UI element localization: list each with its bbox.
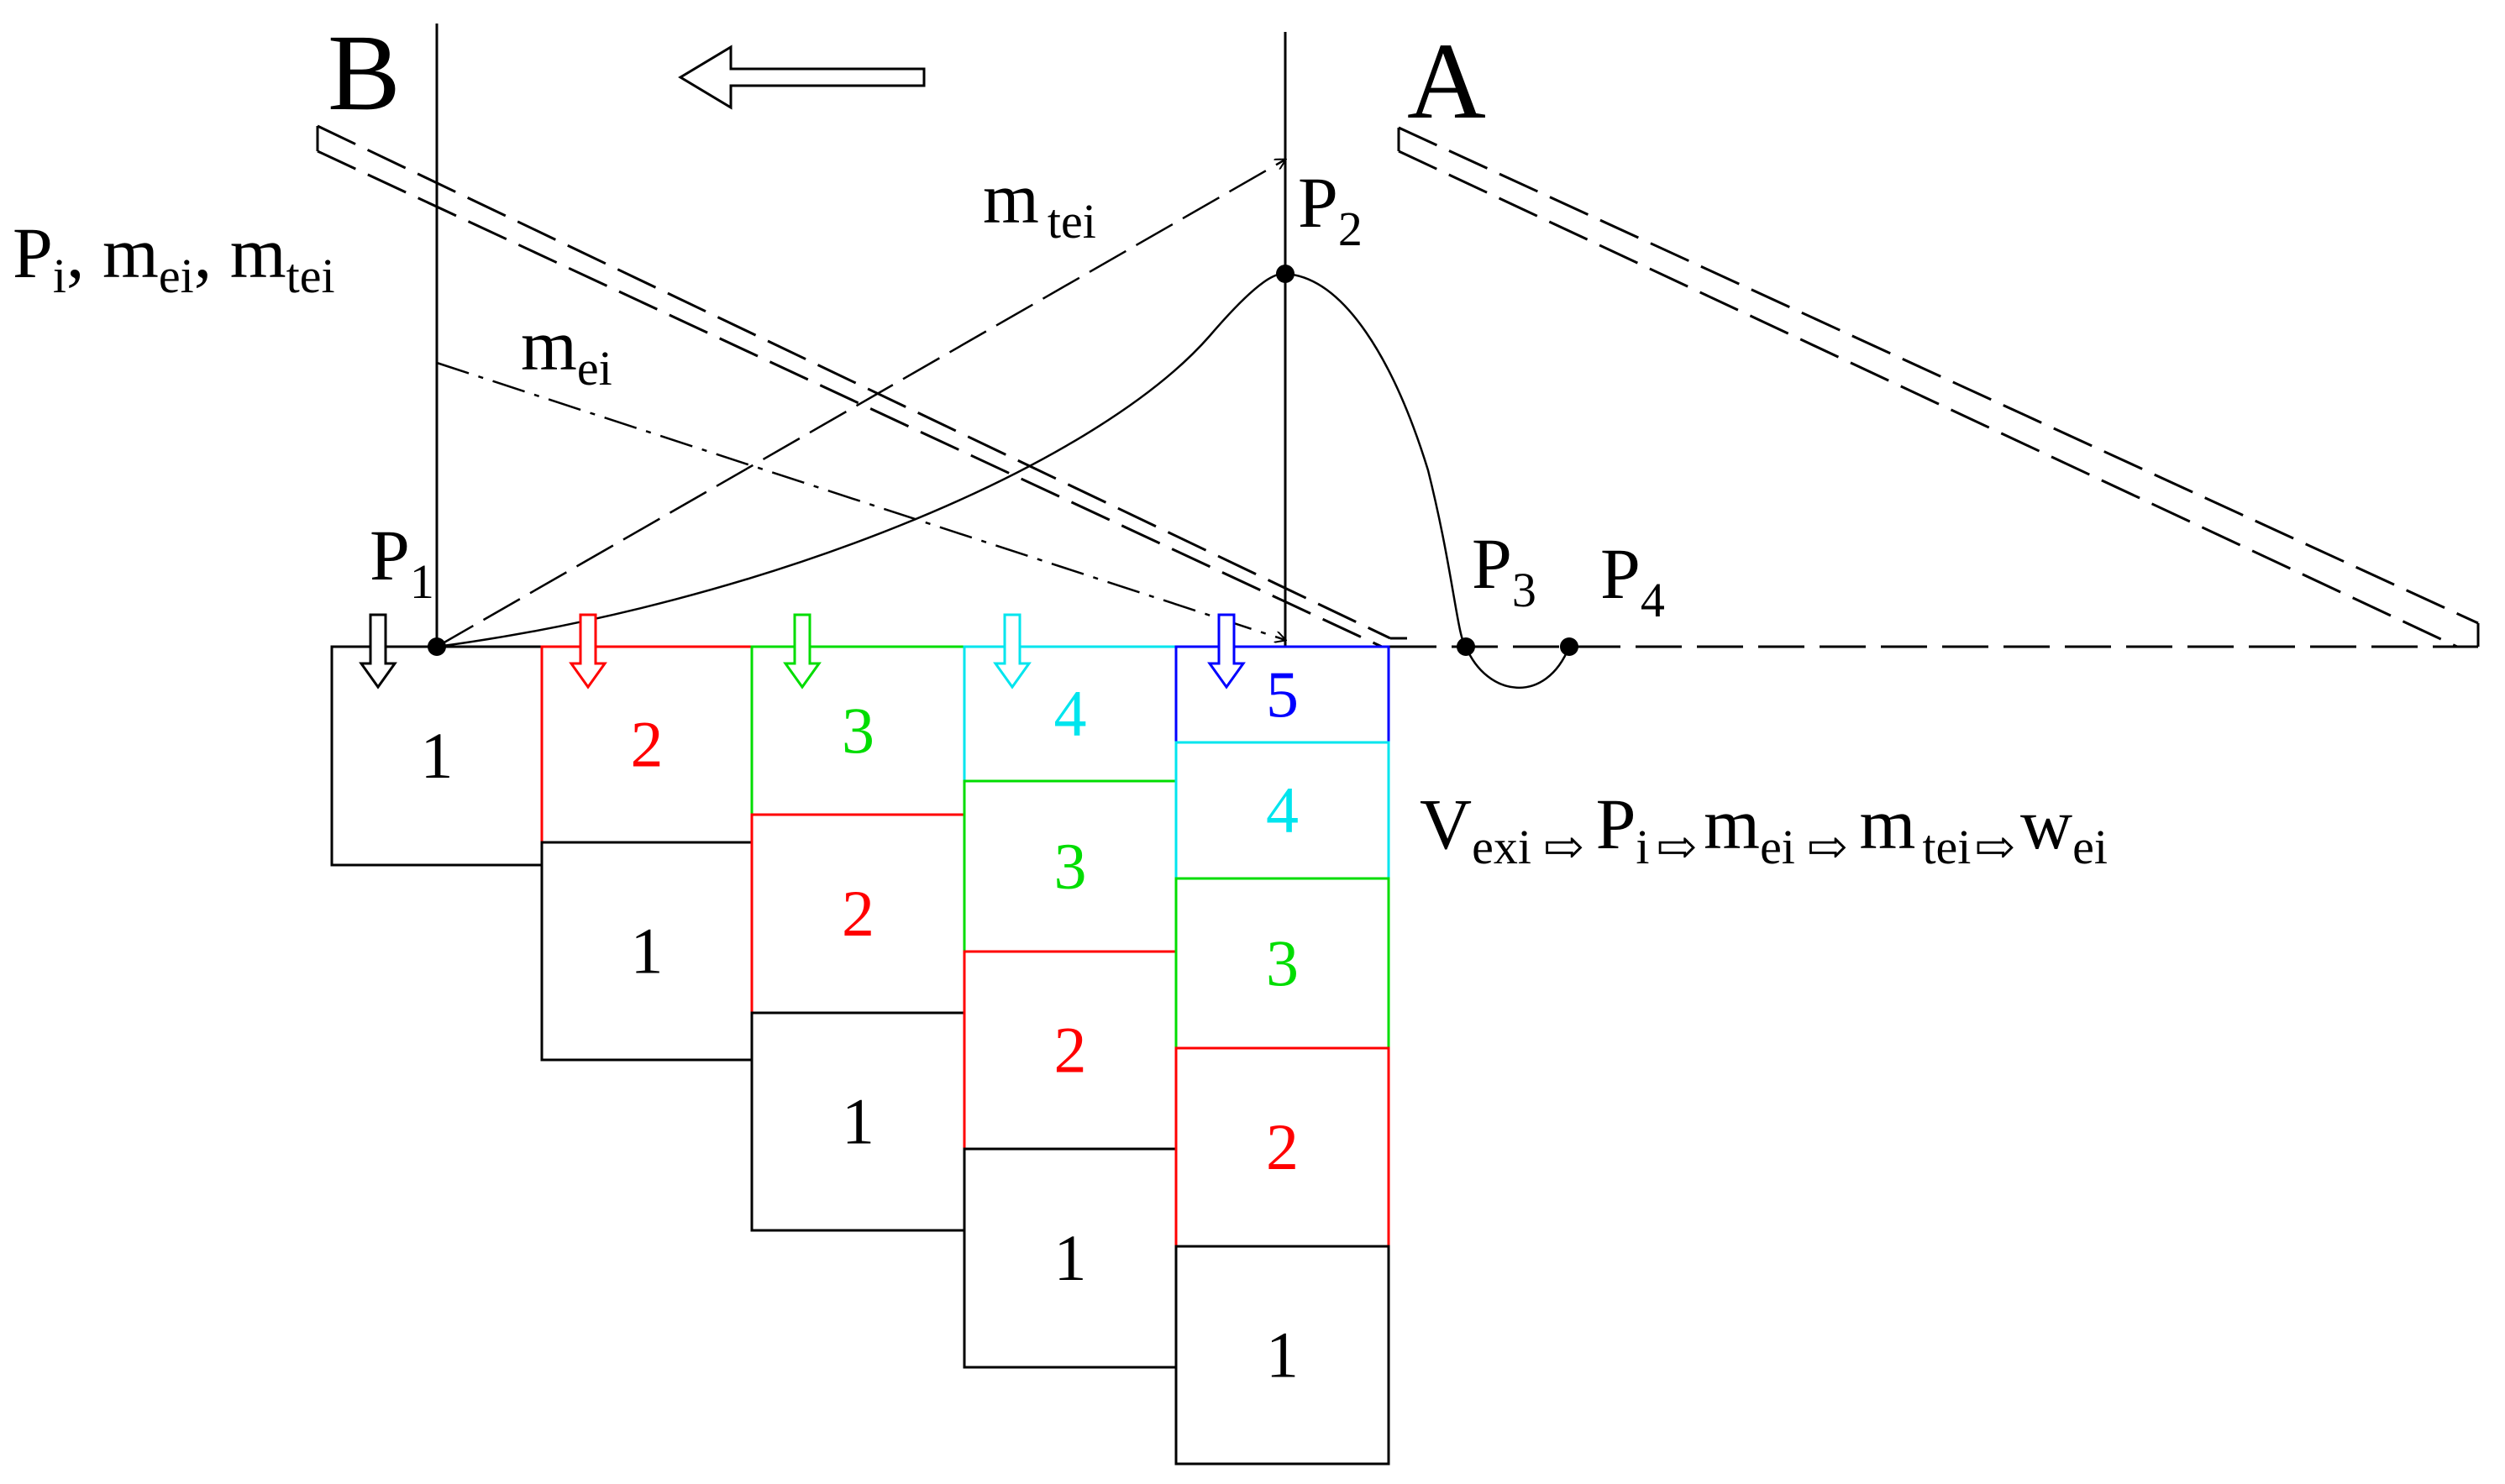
- label-A: A: [1407, 21, 1486, 142]
- direction-arrow-icon: [678, 45, 926, 110]
- down-arrow-icon: [569, 613, 607, 690]
- point-P4: [1560, 637, 1578, 656]
- layer-number: 3: [1266, 926, 1299, 999]
- layer-number: 3: [1054, 830, 1087, 903]
- layer-number: 4: [1266, 773, 1299, 847]
- layer-number: 1: [842, 1085, 874, 1158]
- down-arrow-icon: [783, 613, 822, 690]
- label-m-ei: mei: [521, 305, 612, 396]
- layer-number: 1: [1054, 1221, 1087, 1294]
- layer-number: 5: [1266, 658, 1299, 731]
- layer-number: 1: [421, 719, 454, 792]
- layer-cell: [1174, 1245, 1390, 1466]
- excavator-strip-A: [1397, 126, 2480, 648]
- label-P4: P4: [1600, 533, 1665, 627]
- layer-number: 2: [631, 708, 664, 781]
- excavation-layers: 1 2 1 3 2 1 4 3 2 1 5 4 3 2 1: [330, 613, 1390, 1466]
- layer-number: 1: [631, 915, 664, 988]
- heave-curve: [1464, 646, 1571, 690]
- layer-number: 3: [842, 694, 874, 767]
- settlement-curve: [436, 272, 1468, 648]
- layer-number: 1: [1266, 1319, 1299, 1392]
- layer-number: 2: [1054, 1014, 1087, 1087]
- layer-number: 2: [842, 877, 874, 950]
- label-B: B: [328, 13, 401, 134]
- down-arrow-icon: [359, 613, 397, 690]
- point-P3: [1457, 637, 1475, 656]
- label-P1: P1: [370, 515, 434, 609]
- m-tei-line: [436, 160, 1285, 648]
- down-arrow-icon: [993, 613, 1032, 690]
- down-arrow-icon: [1207, 613, 1246, 690]
- m-ei-line: [436, 361, 1285, 640]
- excavator-strip-B: [316, 124, 1407, 648]
- label-variables: Pi, mei, mtei: [13, 212, 335, 303]
- layer-number: 4: [1054, 677, 1087, 750]
- label-P3: P3: [1472, 523, 1536, 617]
- point-P2: [1276, 265, 1295, 283]
- layer-number: 2: [1266, 1110, 1299, 1183]
- label-P2: P2: [1298, 162, 1363, 256]
